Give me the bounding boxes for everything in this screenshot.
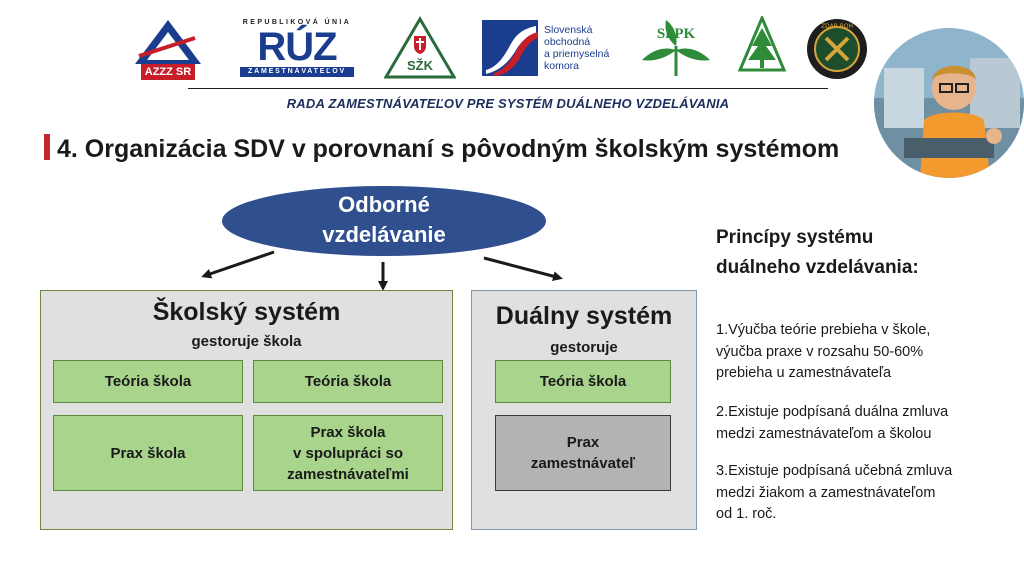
school-system-subtitle: gestoruje škola [41, 333, 452, 351]
title-accent-bar [44, 134, 50, 160]
dual-employer-practice-box: Prax zamestnávateľ [495, 415, 671, 491]
school-theory-label-2: Teória škola [305, 371, 391, 392]
council-name: RADA ZAMESTNÁVATEĽOV PRE SYSTÉM DUÁLNEHO… [188, 96, 828, 111]
sppk-leaf-icon: SPPK [634, 16, 718, 80]
mining-logo-text: ZDAR BOH [821, 23, 853, 30]
school-system-panel: Školský systém gestoruje škola Teória šk… [40, 290, 453, 530]
soc-logo-text: Slovenská obchodná a priemyselná komora [544, 24, 609, 72]
student-photo-illustration [874, 28, 1024, 178]
school-cooperative-practice-box: Prax škola v spolupráci so zamestnávateľ… [253, 415, 443, 491]
azzz-triangle-icon [133, 18, 203, 66]
dual-system-panel: Duálny systém gestoruje Teória škola Pra… [471, 290, 697, 530]
school-theory-label-1: Teória škola [105, 371, 191, 392]
school-practice-box: Prax škola [53, 415, 243, 491]
school-theory-box-2: Teória škola [253, 360, 443, 403]
ruz-logo: REPUBLIKOVÁ ÚNIA RÚZ ZAMESTNÁVATEĽOV [240, 18, 354, 80]
principle-item-1: 1.Výučba teórie prebieha v škole, výučba… [716, 320, 1011, 385]
dual-theory-box: Teória škola [495, 360, 671, 403]
principle-item-3: 3.Existuje podpísaná učebná zmluva medzi… [716, 461, 1011, 526]
soc-swoosh-icon [482, 20, 538, 76]
ruz-logo-bottom: ZAMESTNÁVATEĽOV [240, 67, 354, 77]
azzz-logo-text: AZZZ SR [141, 64, 195, 80]
student-photo [874, 28, 1024, 178]
school-theory-box-1: Teória škola [53, 360, 243, 403]
forestry-logo [736, 16, 788, 80]
soc-logo: Slovenská obchodná a priemyselná komora [482, 20, 622, 78]
vocational-education-node: Odborné vzdelávanie [222, 186, 546, 256]
dual-system-title: Duálny systém [472, 301, 696, 331]
vocational-education-label: Odborné vzdelávanie [322, 192, 446, 247]
hammer-pick-icon: ZDAR BOH [806, 18, 868, 80]
arrow-right [484, 258, 560, 278]
header-rule [188, 88, 828, 89]
school-practice-label: Prax škola [110, 443, 185, 464]
soc-logo-mark [482, 20, 538, 76]
dual-employer-practice-label: Prax zamestnávateľ [531, 432, 635, 474]
tree-icon [736, 16, 788, 80]
dual-system-subtitle: gestoruje [472, 339, 696, 357]
arrow-left [204, 252, 274, 276]
szk-logo-text: SŽK [407, 58, 434, 73]
soc-logo-line: komora [544, 60, 609, 72]
soc-logo-line: Slovenská [544, 24, 609, 36]
principle-item-2: 2.Existuje podpísaná duálna zmluva medzi… [716, 402, 1011, 445]
school-cooperative-practice-label: Prax škola v spolupráci so zamestnávateľ… [287, 422, 409, 485]
dual-theory-label: Teória škola [540, 371, 626, 392]
soc-logo-line: a priemyselná [544, 48, 609, 60]
principles-title: Princípy systému duálneho vzdelávania: [716, 223, 1006, 283]
mining-logo: ZDAR BOH [806, 18, 868, 80]
azzz-logo: AZZZ SR [133, 18, 203, 80]
sppk-logo: SPPK [634, 16, 718, 80]
soc-logo-line: obchodná [544, 36, 609, 48]
slide-title: 4. Organizácia SDV v porovnaní s pôvodný… [57, 134, 839, 164]
szk-logo: SŽK [384, 16, 456, 80]
sppk-logo-text: SPPK [657, 26, 696, 42]
szk-emblem-icon: SŽK [384, 16, 456, 80]
ruz-logo-main: RÚZ [240, 27, 354, 67]
school-system-title: Školský systém [41, 297, 452, 327]
